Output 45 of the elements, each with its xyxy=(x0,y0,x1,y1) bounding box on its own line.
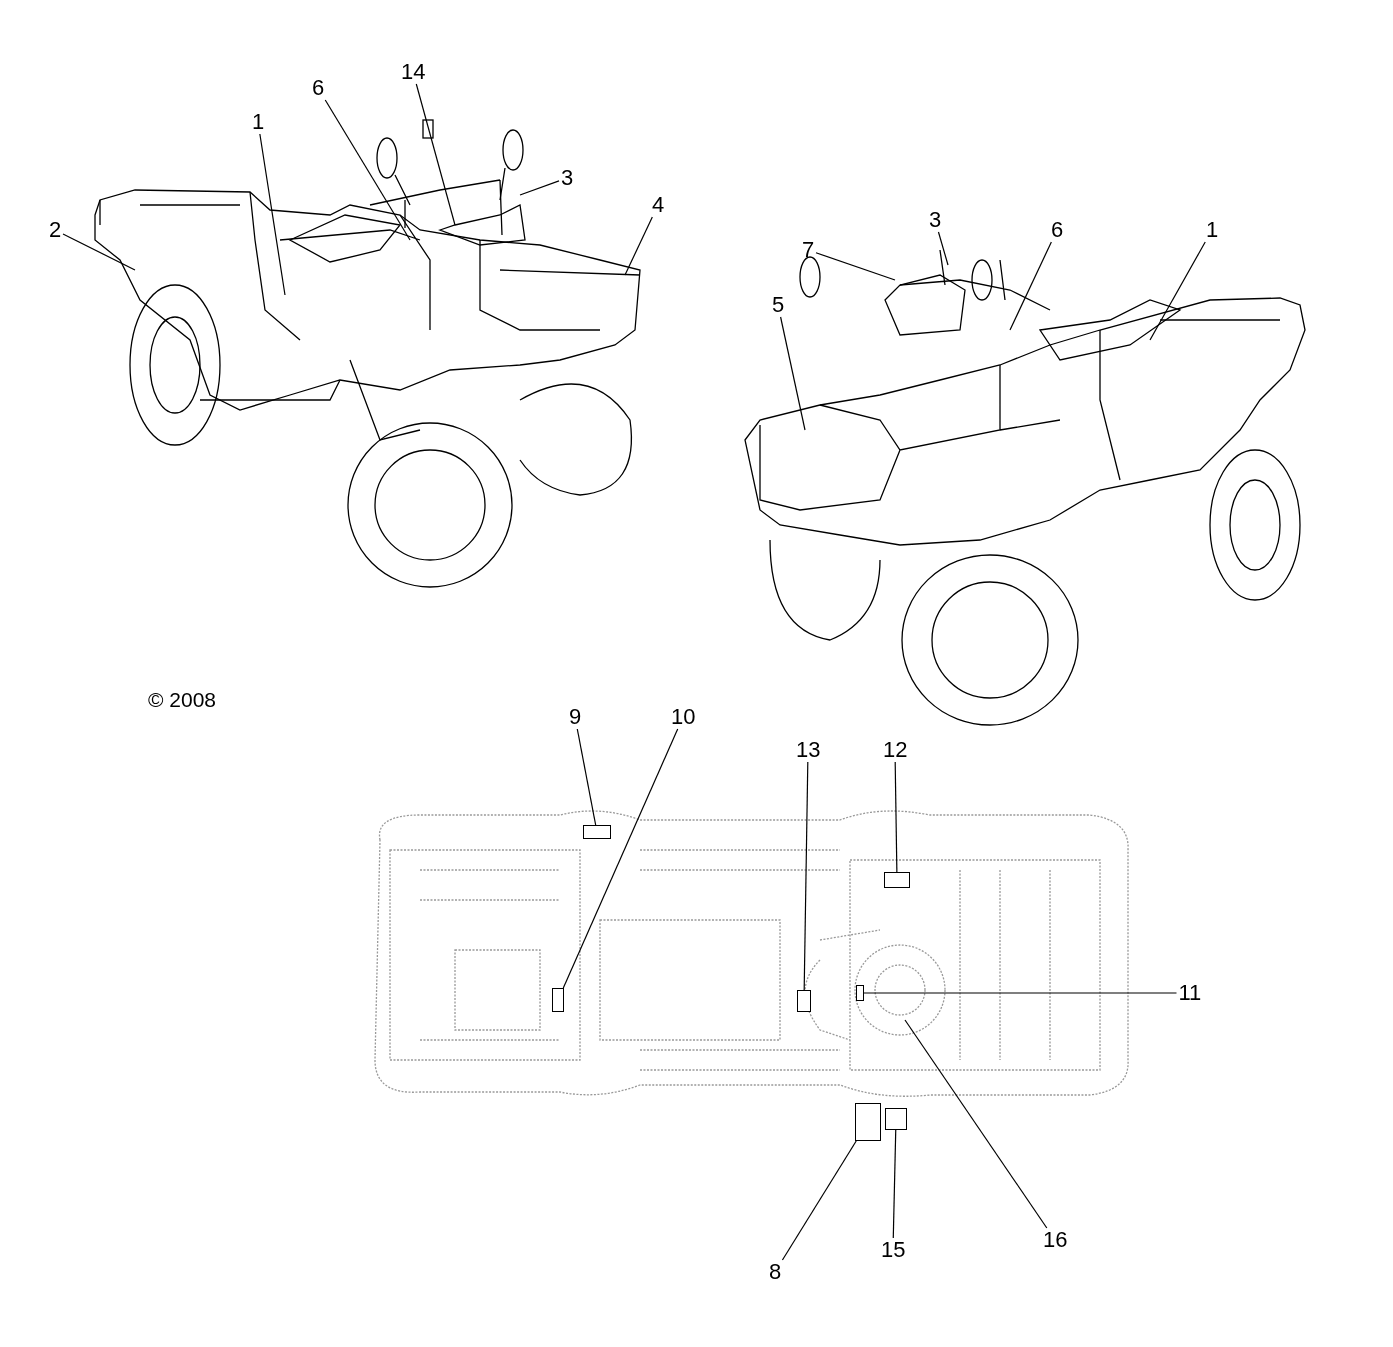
callout-number: 12 xyxy=(883,738,908,762)
leader-line xyxy=(1149,241,1206,341)
leader-line xyxy=(780,316,806,431)
callout-number: 10 xyxy=(671,705,696,729)
leader-line xyxy=(894,761,898,873)
decal-rectangle xyxy=(884,872,910,888)
decal-rectangle xyxy=(797,990,811,1012)
callout-number: 8 xyxy=(769,1260,782,1284)
leader-line xyxy=(562,728,679,989)
callout-number: 3 xyxy=(929,208,942,232)
leader-line xyxy=(781,1140,857,1261)
callout-number: 7 xyxy=(802,238,815,262)
leader-line xyxy=(259,133,286,296)
decal-rectangle xyxy=(855,1103,881,1141)
callout-number: 15 xyxy=(881,1238,906,1262)
callout-number: 16 xyxy=(1043,1228,1068,1252)
decal-rectangle xyxy=(583,825,611,839)
leader-line xyxy=(324,99,411,241)
callout-number: 6 xyxy=(1051,218,1064,242)
callout-number: 3 xyxy=(561,166,574,190)
leader-line xyxy=(624,216,653,276)
callout-number: 1 xyxy=(1206,218,1219,242)
callout-number: 14 xyxy=(401,60,426,84)
leader-line xyxy=(904,1019,1048,1229)
leader-line xyxy=(803,761,809,991)
leader-line xyxy=(519,180,560,196)
decal-rectangle xyxy=(885,1108,907,1130)
callout-number: 4 xyxy=(652,193,665,217)
decal-rectangle xyxy=(856,985,864,1001)
callout-number: 6 xyxy=(312,76,325,100)
callout-number: 13 xyxy=(796,738,821,762)
callout-number: 9 xyxy=(569,705,582,729)
leader-line xyxy=(892,1129,897,1239)
leader-line xyxy=(937,231,949,266)
leader-line xyxy=(415,83,456,226)
callout-number: 5 xyxy=(772,293,785,317)
leader-line xyxy=(815,252,896,281)
copyright-note: © 2008 xyxy=(148,688,217,712)
callout-number: 1 xyxy=(252,110,265,134)
callout-number: 11 xyxy=(1178,981,1202,1005)
leader-line xyxy=(62,233,136,271)
leader-line xyxy=(1009,241,1052,331)
decal-rectangle xyxy=(552,988,564,1012)
leader-line xyxy=(576,728,597,826)
callout-number: 2 xyxy=(49,218,62,242)
